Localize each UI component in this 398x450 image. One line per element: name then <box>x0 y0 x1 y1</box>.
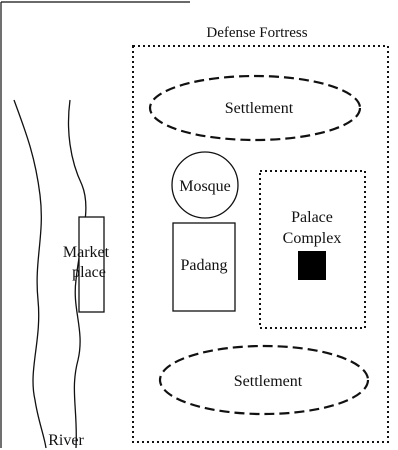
mosque-label: Mosque <box>179 178 231 195</box>
padang-shape <box>172 222 236 312</box>
settlement-bottom-label: Settlement <box>234 373 303 390</box>
settlement-bottom-shape <box>158 344 370 416</box>
palace-label-line1: Palace <box>291 209 333 226</box>
fortress-title: Defense Fortress <box>206 25 307 41</box>
padang-label: Padang <box>180 257 227 274</box>
settlement-top-label: Settlement <box>225 100 294 117</box>
marketplace-label-line2: place <box>72 264 106 281</box>
river-label: River <box>48 432 84 449</box>
marketplace-label-line1: Market <box>63 244 110 261</box>
palace-complex-boundary <box>259 170 366 329</box>
river-bank-right <box>67 99 87 449</box>
river-bank-left <box>13 99 47 449</box>
marketplace-shape <box>78 216 105 313</box>
palace-label-line2: Complex <box>283 230 342 247</box>
palace-building <box>298 251 326 280</box>
mosque-shape <box>171 151 239 219</box>
settlement-top-shape <box>148 74 362 142</box>
